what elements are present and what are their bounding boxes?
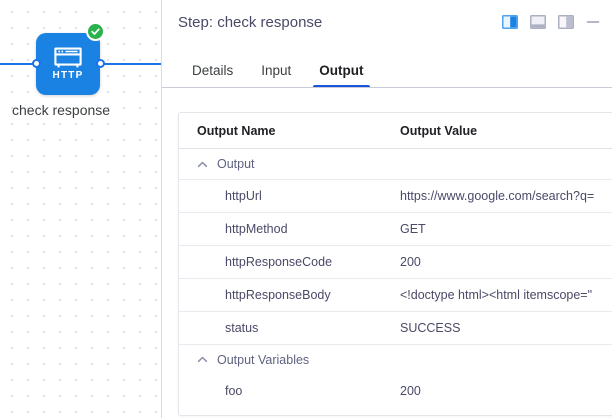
tab-output[interactable]: Output [305,63,377,88]
table-row[interactable]: httpResponseCode 200 [179,245,612,278]
tab-details[interactable]: Details [192,63,234,78]
chevron-up-icon [197,159,208,170]
layout-bottom-panel-icon[interactable] [530,15,546,29]
group-row-output-variables[interactable]: Output Variables [179,344,612,374]
panel-header-actions [502,15,600,29]
output-value-cell: 200 [400,255,421,269]
column-header-output-name: Output Name [197,123,276,138]
node-label: check response [12,102,111,118]
output-table: Output Name Output Value Output httpUrl [178,112,612,416]
table-header-row: Output Name Output Value [179,113,612,149]
output-name-cell: httpUrl [225,189,262,203]
output-value-cell: GET [400,222,426,236]
tabs-divider [162,87,612,88]
http-node-icon [53,47,83,69]
output-value-cell: https://www.google.com/search?q= [400,189,595,203]
table-row[interactable]: foo 200 [179,374,612,407]
edge-outgoing [100,63,161,65]
edge-incoming [0,63,36,65]
output-value-cell: <!doctype html><html itemscope=" [400,288,593,302]
group-row-output[interactable]: Output [179,149,612,179]
output-value-cell: 200 [400,383,421,398]
panel-header: Step: check response [162,0,612,44]
table-row[interactable]: httpResponseBody <!doctype html><html it… [179,278,612,311]
workflow-canvas[interactable]: HTTP check response [0,0,161,418]
layout-side-panel-icon[interactable] [558,15,574,29]
tab-input[interactable]: Input [261,63,292,78]
output-value-cell: SUCCESS [400,321,461,335]
panel-tabs: Details Input Output [162,44,612,88]
page-title: Step: check response [178,13,323,31]
node-output-port[interactable] [96,59,105,68]
node-input-port[interactable] [32,59,41,68]
layout-right-panel-active-icon[interactable] [502,15,518,29]
column-header-output-value: Output Value [400,123,478,138]
table-row[interactable]: httpMethod GET [179,212,612,245]
group-label-output: Output [217,157,255,171]
step-detail-panel: Step: check response [161,0,612,418]
check-circle-icon [86,22,105,41]
table-row[interactable]: httpUrl https://www.google.com/search?q= [179,179,612,212]
output-name-cell: httpResponseCode [225,255,333,269]
table-row[interactable]: status SUCCESS [179,311,612,344]
output-name-cell: status [225,321,259,335]
output-name-cell: httpResponseBody [225,288,331,302]
output-name-cell: httpMethod [225,222,288,236]
minimize-icon[interactable] [586,15,600,29]
group-label-output-variables: Output Variables [217,352,310,367]
table-bottom-padding [179,407,612,415]
workflow-node-check-response[interactable]: HTTP [36,33,100,95]
output-name-cell: foo [225,383,243,398]
chevron-up-icon [197,354,208,365]
http-node-icon-label: HTTP [52,70,84,81]
